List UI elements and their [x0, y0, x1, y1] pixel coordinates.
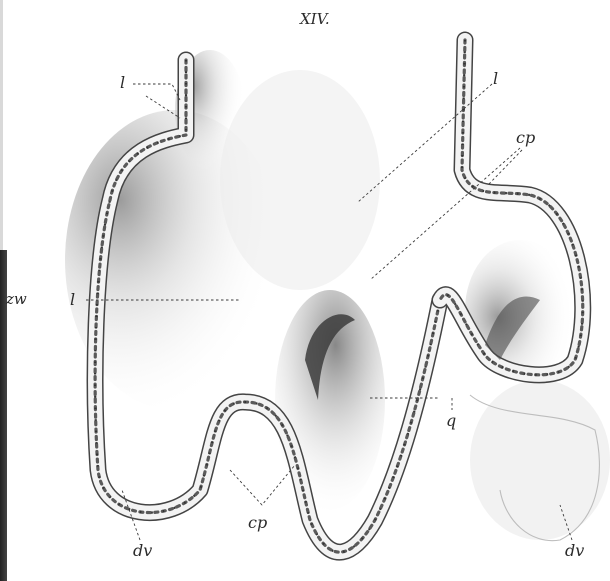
label-cp-top: cp: [516, 128, 535, 147]
plate-number: XIV.: [299, 10, 330, 28]
label-cp-bottom: cp: [248, 513, 267, 532]
faint-shading-right-lobe: [470, 380, 610, 540]
label-l-mid: l: [70, 290, 75, 309]
label-zw: zw: [5, 290, 27, 308]
leader-l-top-left: [133, 84, 180, 100]
label-l-top-left: l: [120, 73, 125, 92]
faint-shading-middle: [220, 70, 380, 290]
label-dv-left: dv: [133, 541, 152, 560]
label-q: q: [446, 411, 456, 430]
label-dv-right: dv: [565, 541, 584, 560]
leader-cp-bottom: [230, 465, 295, 505]
label-l-top-right: l: [493, 69, 498, 88]
plate-edge-top: [0, 0, 3, 250]
leader-cp-top-b: [488, 150, 522, 185]
